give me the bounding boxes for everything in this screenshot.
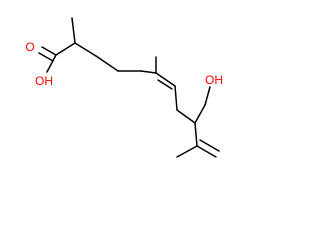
bond-c10-ch2-b	[199, 139, 220, 152]
atom-labels: O OH OH	[25, 40, 223, 88]
bond-c1-oh	[46, 54, 57, 73]
bond-ch2-oh	[204, 86, 211, 106]
carbon-backbone	[55, 17, 220, 158]
bond-c1-o-double-b	[38, 52, 54, 62]
bond-c6-c7-a	[155, 72, 176, 87]
bond-c2-methyl	[71, 17, 76, 44]
bond-c1-o-double-a	[41, 46, 57, 56]
alcohol-oh-label: OH	[205, 73, 223, 87]
chemical-structure: O OH OH	[25, 17, 223, 158]
bond-c8-c9	[176, 109, 196, 124]
bond-c10-methyl	[176, 145, 198, 158]
bond-c9-c10	[194, 122, 198, 147]
bond-c5-c6	[140, 70, 157, 74]
bond-c10-ch2-a	[196, 145, 217, 158]
bond-c6-c7-b	[157, 79, 173, 90]
carboxylic-acid-group	[38, 46, 57, 73]
bond-c2-c3	[74, 42, 97, 57]
bond-c3-c4	[95, 55, 119, 72]
bond-c7-c8	[174, 85, 178, 111]
acid-oh-label: OH	[35, 74, 53, 88]
acid-o-label: O	[25, 40, 34, 54]
bond-c9-ch2	[194, 104, 206, 124]
bond-c1-c2	[55, 42, 76, 56]
